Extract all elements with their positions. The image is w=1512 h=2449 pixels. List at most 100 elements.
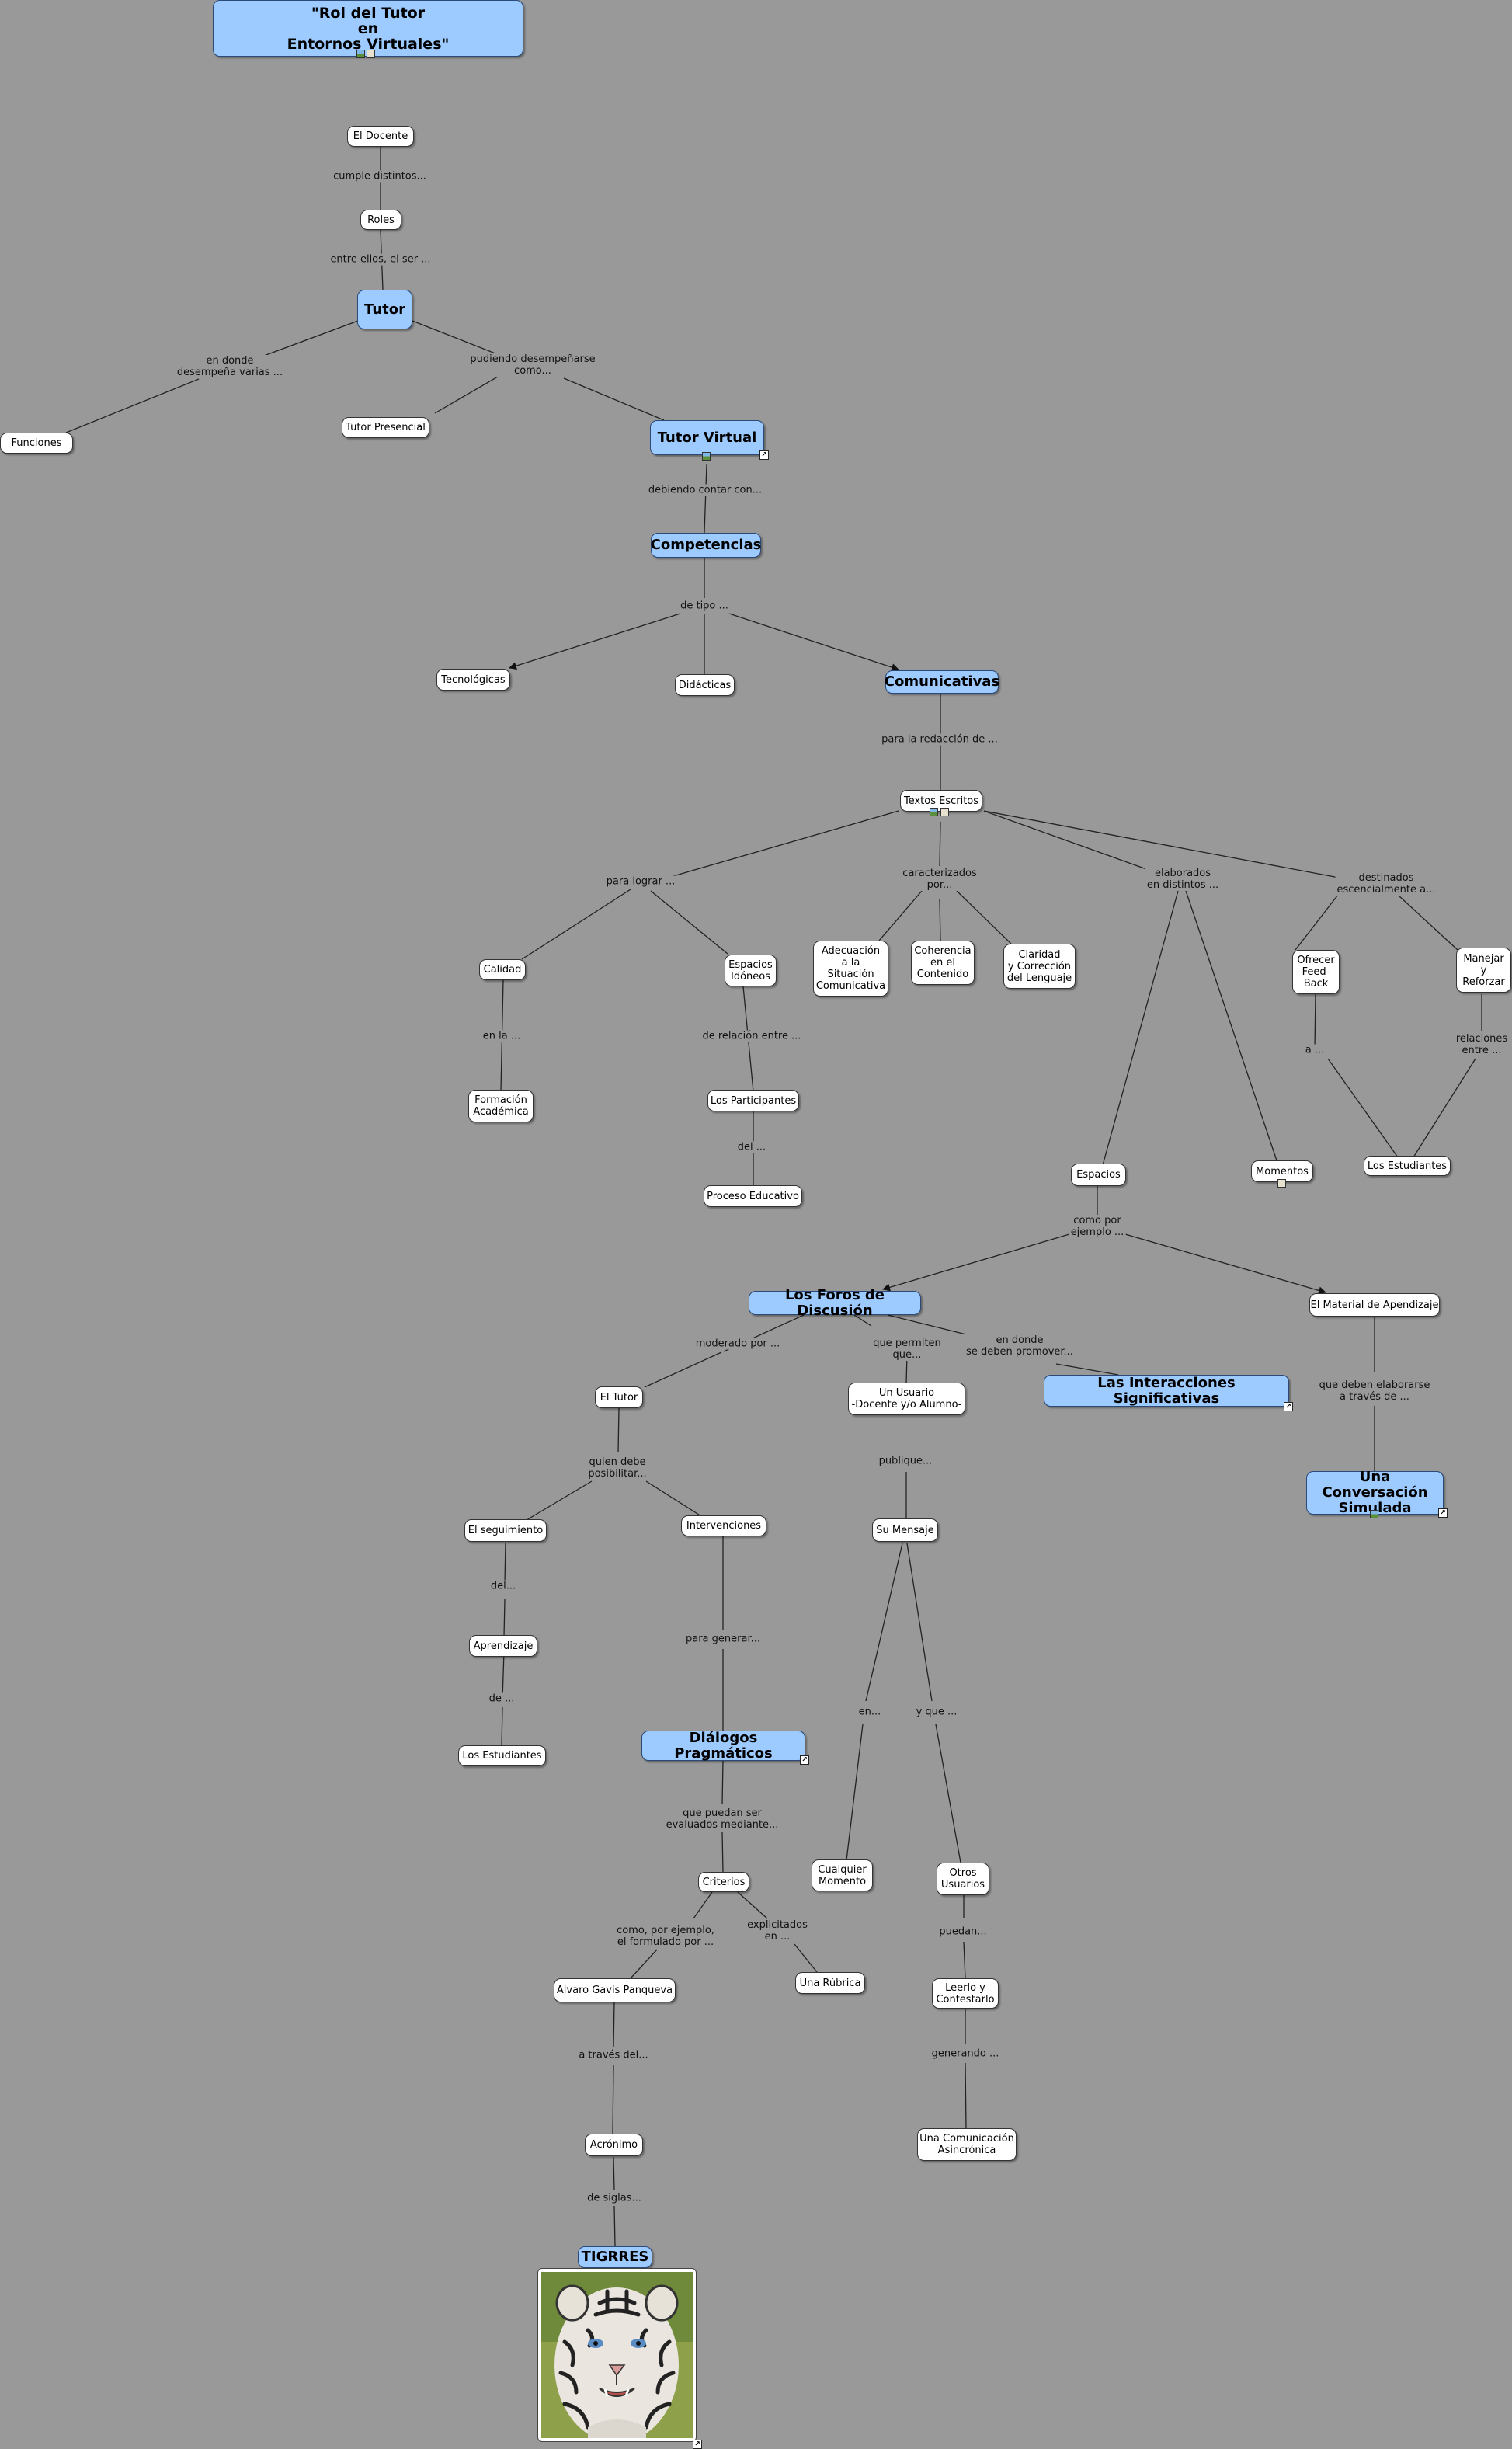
node-tutor-virtual[interactable]: Tutor Virtual — [650, 420, 764, 455]
node-comunicativas[interactable]: Comunicativas — [885, 670, 999, 694]
nested-map-link-icon[interactable]: ↗ — [1284, 1402, 1293, 1411]
link-label: quien debe posibilitar... — [586, 1456, 648, 1480]
node-los-foros[interactable]: Los Foros de Discusión — [749, 1287, 921, 1318]
image-resource-icon[interactable] — [702, 452, 711, 461]
node-label: TIGRRES — [581, 2249, 649, 2265]
node-tigrres[interactable]: TIGRRES — [578, 2246, 652, 2268]
node-label: Tutor — [364, 301, 405, 318]
node-roles[interactable]: Roles — [360, 210, 401, 230]
node-label: Acrónimo — [589, 2139, 638, 2151]
node-leerlo-contestarlo[interactable]: Leerlo y Contestarlo — [932, 1978, 999, 2009]
document-resource-icon[interactable] — [367, 50, 375, 58]
node-espacios-idoneos[interactable]: Espacios Idóneos — [725, 955, 777, 986]
node-label: Comunicativas — [884, 673, 1000, 690]
link-label: de tipo ... — [679, 600, 730, 612]
node-el-seguimiento[interactable]: El seguimiento — [464, 1519, 547, 1542]
node-el-tutor[interactable]: El Tutor — [595, 1386, 643, 1408]
node-interacciones[interactable]: Las Interacciones Significativas — [1044, 1375, 1289, 1407]
node-alvaro-gavis[interactable]: Alvaro Gavis Panqueva — [554, 1978, 676, 2002]
node-ofrecer-feedback[interactable]: Ofrecer Feed- Back — [1292, 950, 1340, 994]
node-claridad[interactable]: Claridad y Corrección del Lenguaje — [1003, 944, 1076, 989]
node-acronimo[interactable]: Acrónimo — [585, 2134, 643, 2156]
map-title-node[interactable]: "Rol del Tutor en Entornos Virtuales" — [213, 0, 523, 57]
node-su-mensaje[interactable]: Su Mensaje — [872, 1518, 938, 1542]
node-label: Ofrecer Feed- Back — [1297, 955, 1335, 990]
node-material-aprendizaje[interactable]: El Material de Apendizaje — [1309, 1293, 1440, 1317]
node-label: Intervenciones — [686, 1520, 762, 1532]
node-label: Coherencia en el Contenido — [914, 945, 972, 980]
node-label: Otros Usuarios — [940, 1867, 985, 1891]
node-label: Competencias — [650, 537, 762, 553]
nested-map-link-icon[interactable]: ↗ — [693, 2440, 702, 2449]
node-comunicacion-asincronica[interactable]: Una Comunicación Asincrónica — [917, 2128, 1017, 2161]
node-tutor[interactable]: Tutor — [357, 290, 412, 329]
link-label: en... — [857, 1706, 883, 1718]
image-resource-icon[interactable] — [930, 808, 938, 816]
node-dialogos-pragmaticos[interactable]: Diálogos Pragmáticos — [641, 1730, 805, 1761]
node-label: Proceso Educativo — [707, 1190, 799, 1202]
node-los-participantes[interactable]: Los Participantes — [707, 1090, 799, 1111]
nested-map-link-icon[interactable]: ↗ — [1438, 1508, 1448, 1518]
node-label: Calidad — [483, 964, 522, 976]
node-label: Funciones — [11, 437, 62, 449]
nested-map-link-icon[interactable]: ↗ — [759, 450, 769, 460]
link-label: que deben elaborarse a través de ... — [1317, 1379, 1432, 1403]
node-calidad[interactable]: Calidad — [479, 959, 526, 980]
link-label: a ... — [1303, 1044, 1326, 1056]
link-label: cumple distintos... — [332, 170, 428, 183]
node-label: Alvaro Gavis Panqueva — [556, 1985, 673, 1996]
link-label: como por ejemplo ... — [1069, 1215, 1126, 1238]
node-label: Espacios — [1076, 1169, 1121, 1181]
node-label: Una Conversación Simulada — [1322, 1469, 1428, 1516]
node-tecnologicas[interactable]: Tecnológicas — [436, 669, 510, 691]
link-label: caracterizados por... — [901, 868, 978, 891]
node-label: El Docente — [353, 130, 408, 142]
image-resource-icon[interactable] — [356, 50, 365, 58]
link-label: que puedan ser evaluados mediante... — [664, 1807, 780, 1831]
node-label: Espacios Idóneos — [728, 958, 773, 983]
node-tutor-presencial[interactable]: Tutor Presencial — [342, 417, 429, 438]
node-un-usuario[interactable]: Un Usuario -Docente y/o Alumno- — [848, 1383, 965, 1415]
node-competencias[interactable]: Competencias — [651, 533, 761, 558]
document-resource-icon[interactable] — [1277, 1179, 1286, 1188]
white-tiger-image[interactable] — [537, 2268, 697, 2442]
node-adecuacion[interactable]: Adecuación a la Situación Comunicativa — [813, 941, 888, 997]
node-label: El Tutor — [600, 1391, 638, 1404]
node-label: Aprendizaje — [473, 1640, 534, 1652]
link-label: entre ellos, el ser ... — [328, 253, 433, 266]
image-resource-icon[interactable] — [1370, 1510, 1378, 1518]
node-proceso-educativo[interactable]: Proceso Educativo — [704, 1185, 802, 1207]
node-espacios[interactable]: Espacios — [1071, 1164, 1126, 1186]
node-criterios[interactable]: Criterios — [698, 1872, 749, 1892]
node-manejar-reforzar[interactable]: Manejar y Reforzar — [1456, 948, 1511, 993]
link-label: y que ... — [914, 1706, 959, 1718]
link-label: de ... — [487, 1692, 516, 1705]
link-label: en donde desempeña varias ... — [175, 355, 285, 378]
link-label: destinados escencialmente a... — [1335, 872, 1437, 896]
node-otros-usuarios[interactable]: Otros Usuarios — [937, 1863, 989, 1895]
link-label: moderado por ... — [693, 1338, 782, 1350]
node-label: Tecnológicas — [441, 673, 506, 686]
node-label: Las Interacciones Significativas — [1097, 1374, 1236, 1407]
nested-map-link-icon[interactable]: ↗ — [800, 1755, 809, 1765]
node-didacticas[interactable]: Didácticas — [675, 674, 735, 696]
node-label: Claridad y Corrección del Lenguaje — [1006, 948, 1072, 984]
link-label: para generar... — [683, 1633, 763, 1645]
link-label: a través del... — [577, 2049, 650, 2061]
map-title: "Rol del Tutor en Entornos Virtuales" — [287, 4, 450, 53]
node-los-estudiantes-2[interactable]: Los Estudiantes — [458, 1745, 546, 1766]
node-aprendizaje[interactable]: Aprendizaje — [469, 1635, 537, 1657]
node-coherencia[interactable]: Coherencia en el Contenido — [911, 941, 975, 985]
node-los-estudiantes[interactable]: Los Estudiantes — [1364, 1156, 1451, 1176]
node-label: El seguimiento — [468, 1525, 544, 1536]
node-formacion-academica[interactable]: Formación Académica — [468, 1090, 534, 1122]
node-el-docente[interactable]: El Docente — [347, 126, 414, 147]
node-funciones[interactable]: Funciones — [0, 433, 73, 454]
node-cualquier-momento[interactable]: Cualquier Momento — [812, 1859, 873, 1891]
node-label: Textos Escritos — [903, 795, 979, 807]
document-resource-icon[interactable] — [940, 808, 949, 816]
node-conversacion-simulada[interactable]: Una Conversación Simulada — [1306, 1469, 1444, 1516]
link-label: que permiten que... — [871, 1338, 943, 1361]
node-una-rubrica[interactable]: Una Rúbrica — [795, 1972, 865, 1994]
